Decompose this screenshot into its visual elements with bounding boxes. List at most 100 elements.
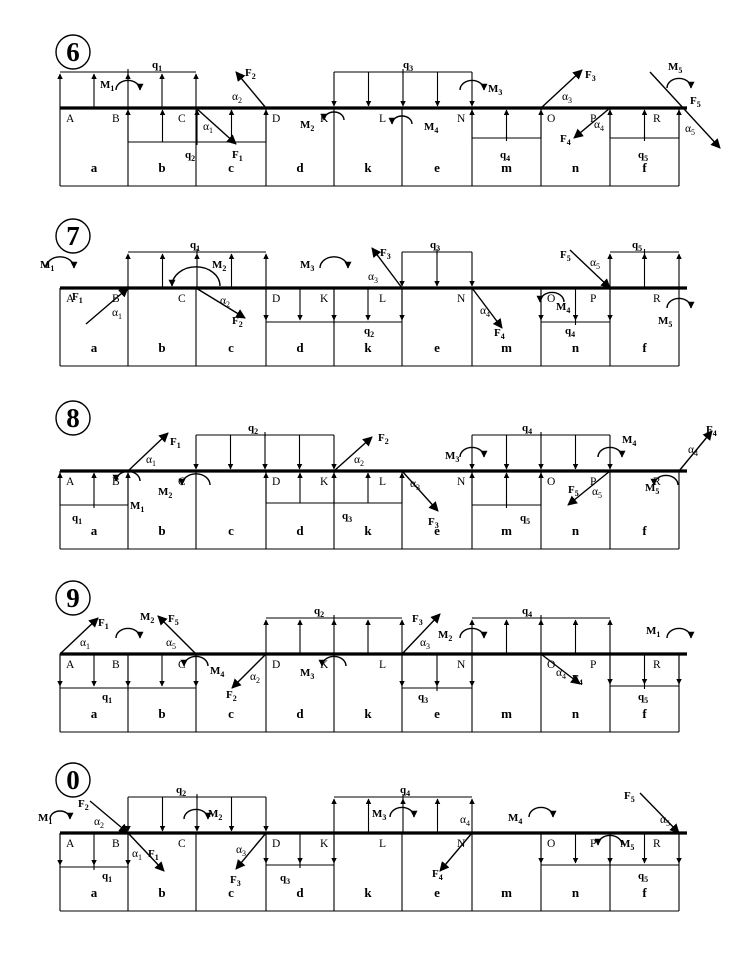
point-label-O: O [547, 293, 555, 305]
segment-label-b: b [158, 706, 165, 721]
moment-M2-arc [459, 627, 488, 639]
angle-a4: α4 [688, 444, 698, 458]
point-label-D: D [272, 838, 280, 850]
load-q2: q2 [193, 422, 337, 470]
point-label-K: K [320, 293, 329, 305]
point-label-O: O [547, 838, 555, 850]
moment-M3-arc [389, 806, 418, 818]
angle-a1: α1 [203, 121, 213, 135]
moment-M5-label-top: M2 [115, 611, 154, 639]
force-F3-arrow [540, 69, 583, 109]
segment-label-a: a [91, 885, 98, 900]
point-label-D: D [272, 476, 280, 488]
force-F1: F1 [195, 107, 243, 163]
load-q5: q5 [607, 239, 682, 288]
force-F5: F5 [624, 790, 680, 834]
moment-M2-label: M2 [208, 808, 222, 822]
force-F4: F4 [471, 287, 505, 341]
angle-a4: α4 [594, 119, 604, 133]
point-label-B: B [112, 476, 120, 488]
point-label-L: L [379, 113, 386, 125]
load-q5: q5 [607, 109, 682, 163]
load-q3-label: q3 [403, 59, 413, 73]
force-F3-arrow [401, 613, 441, 655]
load-q3-label: q3 [430, 239, 440, 253]
load-q4-label: q4 [522, 422, 532, 436]
load-q4: q4 [469, 422, 613, 470]
point-label-L: L [379, 476, 386, 488]
segment-label-k: k [364, 160, 372, 175]
segment-label-f: f [642, 706, 647, 721]
moment-M1-arc [666, 627, 695, 639]
force-F5: F5 [560, 249, 611, 289]
moment-M3: M3 [300, 256, 352, 273]
point-label-C: C [178, 659, 186, 671]
load-q5-label: q5 [520, 512, 530, 526]
force-F5-label: F5 [690, 95, 701, 109]
point-label-L: L [379, 838, 386, 850]
force-F4-arrow [573, 107, 611, 139]
force-F1: F1 [127, 832, 165, 872]
moment-M1-label: M1 [646, 625, 660, 639]
moment-M4-arc [536, 291, 565, 303]
moment-M2-arc [183, 808, 212, 820]
force-F3-arrow [401, 470, 439, 512]
force-F3-label: F3 [428, 516, 439, 530]
moment-M1-arc [115, 79, 144, 91]
variant-number-circle [55, 762, 91, 798]
angle-a4: α4 [480, 305, 490, 319]
moment-M1: M1 [100, 79, 144, 93]
force-F5-arrow [569, 249, 611, 289]
moment-M5-label: M5 [658, 315, 672, 329]
moment-M3-label: M3 [300, 259, 314, 273]
moment-M1: M1 [40, 256, 78, 273]
moment-M4-arc [388, 115, 413, 125]
segment-label-c: c [228, 523, 234, 538]
load-q4: q4 [469, 605, 613, 654]
angle-a4-label: α4 [480, 305, 490, 319]
angle-a1-label: α1 [80, 637, 90, 651]
segment-label-c: c [228, 885, 234, 900]
force-F2: F2 [226, 653, 267, 703]
load-q3: q3 [263, 472, 405, 524]
load-q2: q2 [263, 288, 405, 339]
segment-label-a: a [91, 523, 98, 538]
force-F3-label: F3 [585, 69, 596, 83]
load-q2: q2 [125, 109, 269, 163]
segment-label-n: n [572, 340, 580, 355]
moment-M4-label: M4 [424, 121, 438, 135]
load-q5: q5 [607, 654, 682, 705]
load-q4-label: q4 [400, 784, 410, 798]
variant-number: 8 [66, 403, 80, 433]
moment-M5-arc [666, 77, 695, 89]
force-F2-arrow [333, 436, 373, 472]
force-F4-label: F4 [560, 133, 571, 147]
force-F1-arrow [127, 832, 165, 872]
moment-M2-label: M2 [212, 259, 226, 273]
point-label-P: P [590, 113, 596, 125]
angle-a1: α1 [146, 454, 156, 468]
force-F5: F5 [649, 71, 721, 149]
moment-M1: M1 [646, 625, 695, 639]
load-q4: q4 [469, 109, 544, 163]
angle-a4: α4 [556, 667, 566, 681]
load-q2-label: q2 [248, 422, 258, 436]
load-q4-label: q4 [522, 605, 532, 619]
force-F4: F4 [560, 107, 611, 147]
force-F3: F3 [230, 832, 267, 888]
point-label-R: R [653, 113, 661, 125]
force-F1: F1 [59, 617, 109, 655]
force-F3: F3 [371, 247, 403, 289]
angle-a1-label: α1 [132, 848, 142, 862]
load-q2-label: q2 [185, 149, 195, 163]
load-q1-label: q1 [72, 512, 82, 526]
load-q3: q3 [399, 239, 475, 287]
variant-number-circle [55, 34, 91, 70]
segment-label-f: f [642, 523, 647, 538]
moment-M2: M2 [438, 627, 488, 643]
load-q2: q2 [263, 605, 405, 654]
force-F3-label: F3 [380, 247, 391, 261]
force-F2: F2 [333, 432, 389, 472]
force-F3-label: F3 [230, 874, 241, 888]
moment-M1-arc [45, 256, 78, 269]
